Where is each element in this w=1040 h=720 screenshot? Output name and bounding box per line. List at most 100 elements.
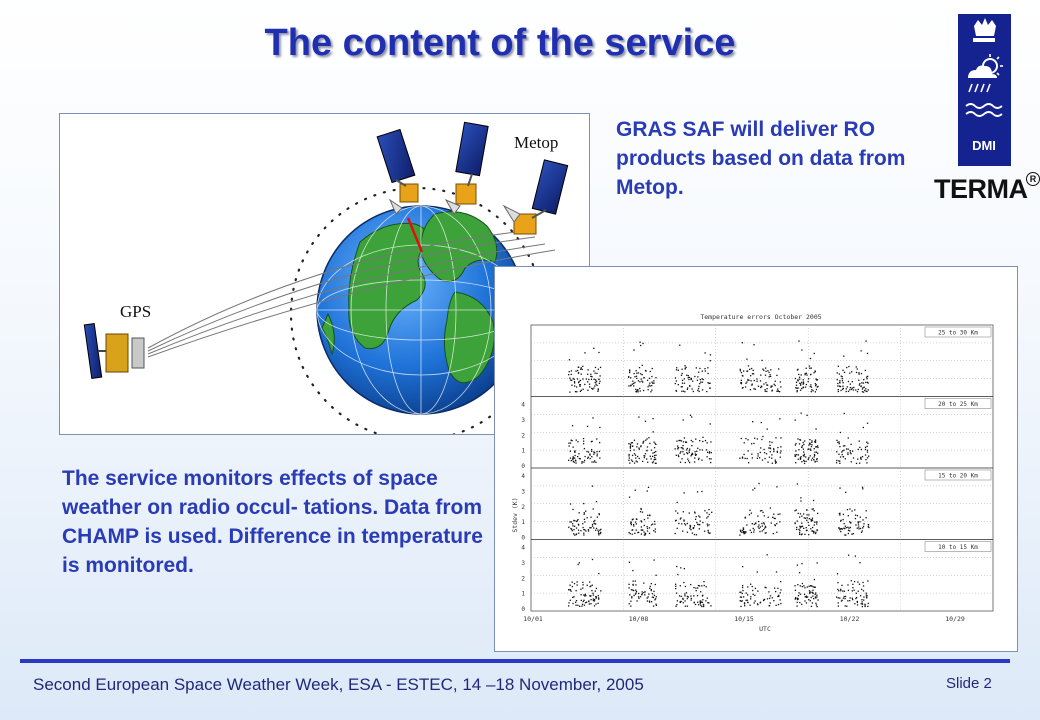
plot-data-point xyxy=(708,458,711,460)
plot-data-point xyxy=(802,441,804,444)
plot-data-point xyxy=(633,525,635,527)
plot-data-point xyxy=(813,524,815,526)
plot-data-point xyxy=(757,520,760,523)
plot-data-point xyxy=(572,377,574,380)
plot-data-point xyxy=(708,524,710,526)
plot-data-point xyxy=(864,603,866,605)
plot-data-point xyxy=(768,597,771,599)
plot-data-point xyxy=(643,376,645,379)
plot-data-point xyxy=(684,523,686,525)
plot-data-point xyxy=(700,604,702,607)
plot-data-point xyxy=(642,442,644,444)
plot-data-point xyxy=(590,603,592,605)
plot-data-point xyxy=(842,518,844,521)
plot-data-point xyxy=(692,390,694,393)
plot-panel-range-label: 15 to 20 Km xyxy=(938,473,978,480)
plot-data-point xyxy=(795,387,797,389)
plot-data-point xyxy=(841,378,843,380)
plot-data-point xyxy=(813,532,815,534)
plot-data-point xyxy=(635,457,637,459)
plot-data-point xyxy=(677,512,679,514)
plot-data-point xyxy=(691,416,693,418)
plot-data-point xyxy=(687,387,689,389)
plot-data-point xyxy=(799,378,801,380)
plot-data-point xyxy=(762,511,764,514)
plot-data-point xyxy=(807,458,810,460)
plot-data-point xyxy=(858,440,860,442)
plot-data-point xyxy=(647,486,650,489)
plot-data-point xyxy=(581,368,583,371)
plot-data-point xyxy=(569,379,572,381)
plot-y-tick-label: 2 xyxy=(521,575,525,582)
plot-data-point xyxy=(675,510,677,512)
plot-data-point xyxy=(859,527,862,530)
plot-data-point xyxy=(867,382,869,384)
plot-data-point xyxy=(691,388,693,390)
plot-y-tick-label: 3 xyxy=(521,417,525,424)
plot-data-point xyxy=(570,590,572,592)
plot-data-point xyxy=(811,526,814,529)
plot-data-point xyxy=(637,389,639,391)
plot-data-point xyxy=(575,604,577,606)
plot-data-point xyxy=(780,386,782,388)
plot-data-point xyxy=(846,509,849,511)
plot-data-point xyxy=(655,454,657,456)
plot-data-point xyxy=(856,514,859,517)
plot-data-point xyxy=(769,451,771,453)
plot-data-point xyxy=(641,593,643,595)
plot-data-point xyxy=(686,374,688,376)
plot-data-point xyxy=(861,391,864,393)
plot-data-point xyxy=(640,445,642,448)
plot-data-point xyxy=(840,588,842,590)
plot-data-point xyxy=(852,598,854,601)
plot-data-point xyxy=(577,519,579,521)
plot-data-point xyxy=(853,589,855,591)
plot-data-point xyxy=(572,508,574,511)
gps-label: GPS xyxy=(120,302,151,321)
plot-data-point xyxy=(802,451,805,453)
plot-data-point xyxy=(841,376,843,378)
plot-data-point xyxy=(860,372,863,375)
plot-data-point xyxy=(654,531,657,533)
plot-data-point xyxy=(804,386,807,388)
plot-data-point xyxy=(747,439,749,441)
plot-data-point xyxy=(585,595,587,597)
plot-data-point xyxy=(743,531,746,533)
plot-data-point xyxy=(841,380,844,382)
plot-data-point xyxy=(855,366,857,368)
plot-data-point xyxy=(631,519,634,521)
plot-data-point xyxy=(593,461,595,463)
plot-data-point xyxy=(599,380,601,383)
plot-data-point xyxy=(860,458,862,460)
plot-data-point xyxy=(675,585,677,588)
plot-data-point xyxy=(599,426,601,429)
plot-data-point xyxy=(795,384,798,386)
plot-data-point xyxy=(688,378,690,381)
plot-data-point xyxy=(858,384,861,386)
plot-data-point xyxy=(694,375,696,378)
plot-data-point xyxy=(846,386,848,388)
plot-data-point xyxy=(862,590,865,592)
plot-data-point xyxy=(848,365,850,368)
plot-data-point xyxy=(675,369,678,371)
plot-data-point xyxy=(707,515,709,518)
plot-data-point xyxy=(776,451,779,453)
plot-data-point xyxy=(597,532,600,535)
plot-data-point xyxy=(866,352,869,355)
plot-data-point xyxy=(575,590,577,592)
plot-data-point xyxy=(807,448,809,450)
plot-data-point xyxy=(771,462,774,464)
plot-data-point xyxy=(651,389,653,391)
plot-data-point xyxy=(599,532,601,535)
plot-data-point xyxy=(740,605,742,608)
plot-data-point xyxy=(815,378,817,380)
plot-data-point xyxy=(859,516,861,518)
metop-satellite-2 xyxy=(444,121,489,215)
plot-data-point xyxy=(698,515,700,517)
plot-data-point xyxy=(845,448,848,450)
plot-data-point xyxy=(794,585,796,587)
plot-data-point xyxy=(865,388,867,390)
plot-data-point xyxy=(739,370,742,372)
plot-data-point xyxy=(682,441,685,443)
plot-data-point xyxy=(753,523,755,526)
